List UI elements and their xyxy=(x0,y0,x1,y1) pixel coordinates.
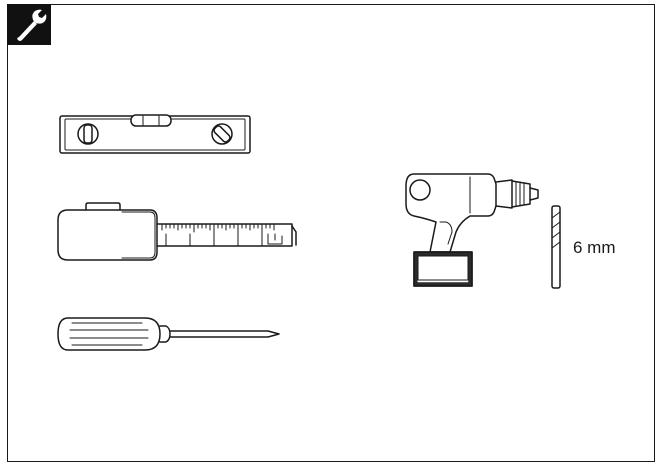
drill-bit-body xyxy=(551,205,561,289)
screwdriver-shaft xyxy=(169,330,280,338)
spirit-level-vertical-vial xyxy=(77,123,99,145)
spirit-level-angle-vial xyxy=(211,123,233,145)
tape-measure-blade xyxy=(156,223,293,247)
tape-measure-ticks xyxy=(161,223,283,247)
screwdriver xyxy=(57,317,280,351)
spirit-level xyxy=(59,114,251,154)
screwdriver-handle xyxy=(57,317,161,351)
drill-motor-vent xyxy=(409,179,431,201)
screwdriver-ferrule xyxy=(159,325,171,343)
cordless-drill xyxy=(405,173,539,287)
tape-measure-clip xyxy=(85,202,121,211)
wrench-icon xyxy=(17,9,47,41)
tape-measure-case xyxy=(57,209,158,261)
spirit-level-top-vial xyxy=(130,114,172,127)
drill-trigger xyxy=(439,221,453,245)
drill-body xyxy=(405,173,497,253)
tape-measure xyxy=(57,202,297,261)
drill-chuck xyxy=(511,180,531,208)
drill-bit-size-label: 6 mm xyxy=(573,238,616,257)
drill-bit xyxy=(551,205,561,289)
illustration-frame xyxy=(7,4,655,462)
drill-collar xyxy=(495,179,513,209)
tools-badge xyxy=(7,4,51,45)
